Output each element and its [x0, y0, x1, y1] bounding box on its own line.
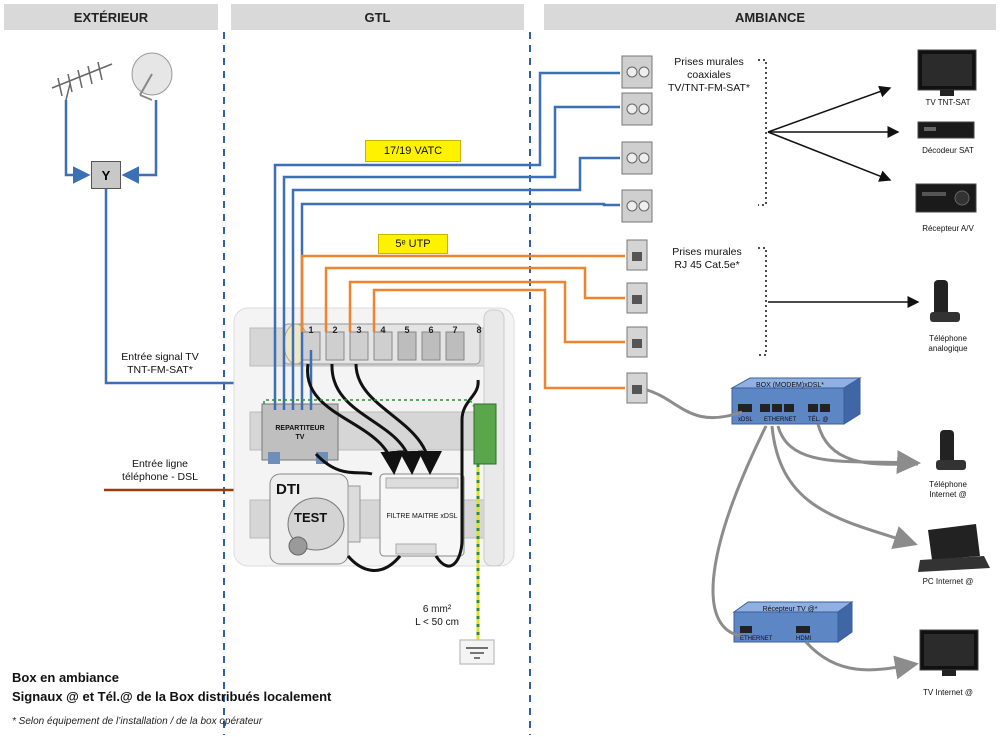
tv-icon [917, 49, 977, 96]
footer-subtitle: Signaux @ et Tél.@ de la Box distribués … [12, 689, 332, 704]
tv-tnt-sat-label: TV TNT-SAT [925, 98, 971, 107]
ground-wire-label: 6 mm² L < 50 cm [415, 604, 459, 628]
decoder-icon [917, 121, 975, 139]
rj45-cords [306, 363, 480, 572]
tv-internet-label: TV Internet @ [923, 688, 973, 697]
patch-port-number: 5 [404, 325, 409, 335]
grey-cables [646, 388, 921, 680]
utp-cables [300, 254, 625, 390]
decodeur-sat-label: Décodeur SAT [922, 146, 974, 155]
coax-bracket [758, 59, 767, 206]
coax-socket-3-icon [621, 141, 653, 175]
patch-port-number: 3 [356, 325, 361, 335]
box-port-tel: TÉL. @ [808, 416, 828, 423]
box-title: BOX (MODEM)xDSL* [756, 382, 824, 389]
receiver-port-hdmi: HDMI [796, 636, 812, 642]
header-gtl: GTL [231, 4, 524, 30]
antenna-icon [51, 61, 113, 101]
header-ambiance: AMBIANCE [544, 4, 996, 30]
rj45-socket-2-icon [626, 282, 648, 314]
patch-port-number: 7 [452, 325, 457, 335]
av-receiver-icon [915, 183, 977, 213]
coax-sockets-label: Prises murales coaxiales TV/TNT-FM-SAT* [667, 56, 751, 95]
tv-internet-icon [919, 629, 979, 676]
entree-tv-label: Entrée signal TV TNT-FM-SAT* [121, 351, 199, 377]
dti-label: DTI [276, 481, 300, 498]
vatc-tag: 17/19 VATC [365, 140, 461, 162]
rj45-socket-4-icon [626, 372, 648, 404]
rj45-socket-3-icon [626, 326, 648, 358]
entree-ligne-label: Entrée ligne téléphone - DSL [122, 458, 198, 484]
dti-box [269, 473, 361, 565]
box-modem [730, 377, 862, 425]
patch-port-number: 6 [428, 325, 433, 335]
cable-antenna-to-splitter [64, 100, 91, 184]
ground-icon [459, 639, 495, 665]
filtre-label: FILTRE MAITRE xDSL [386, 513, 457, 520]
footnote: * Selon équipement de l’installation / d… [12, 716, 263, 727]
telephone-analogique-label: Téléphone analogique [928, 334, 968, 353]
coax-socket-4-icon [621, 189, 653, 223]
patch-port-number: 4 [380, 325, 385, 335]
receiver-port-ethernet: ETHERNET [740, 636, 773, 642]
box-port-xdsl: xDSL [738, 417, 753, 423]
coax-wall-sockets [621, 55, 653, 223]
ground-wire [263, 399, 480, 640]
patch-port-number: 2 [332, 325, 337, 335]
receiver-tv-box [732, 601, 854, 643]
earth-terminal-block [473, 403, 497, 465]
patch-port-numbers: 1 2 3 4 5 6 7 8 [308, 325, 481, 335]
footer-title: Box en ambiance [12, 670, 119, 685]
coax-socket-2-icon [621, 92, 653, 126]
pc-internet-label: PC Internet @ [922, 577, 974, 586]
phone-internet-icon [936, 430, 966, 470]
telephone-internet-label: Téléphone Internet @ [929, 480, 967, 499]
coax-socket-1-icon [621, 55, 653, 89]
repartiteur-label: REPARTITEUR TV [275, 425, 325, 441]
laptop-icon [918, 524, 990, 572]
satellite-dish-icon [131, 52, 173, 101]
patch-port-number: 8 [476, 325, 481, 335]
rj45-socket-1-icon [626, 239, 648, 271]
recepteur-av-label: Récepteur A/V [922, 224, 974, 233]
cable-dish-to-splitter [121, 100, 158, 184]
box-port-ethernet: ETHERNET [764, 417, 797, 423]
phone-analog-icon [930, 280, 960, 322]
test-label: TEST [294, 510, 327, 525]
rj45-wall-sockets [626, 239, 648, 404]
receiver-title: Récepteur TV @* [763, 606, 818, 613]
patch-port-number: 1 [308, 325, 313, 335]
filtre-maitre-box [379, 473, 465, 557]
splitter-y-box: Y [91, 161, 121, 189]
header-exterieur: EXTÉRIEUR [4, 4, 218, 30]
rj45-sockets-label: Prises murales RJ 45 Cat.5e* [672, 246, 742, 272]
coax-distribution-arrows [767, 85, 920, 308]
utp-tag: 5ᵉ UTP [378, 234, 448, 254]
rj45-bracket [758, 247, 767, 356]
